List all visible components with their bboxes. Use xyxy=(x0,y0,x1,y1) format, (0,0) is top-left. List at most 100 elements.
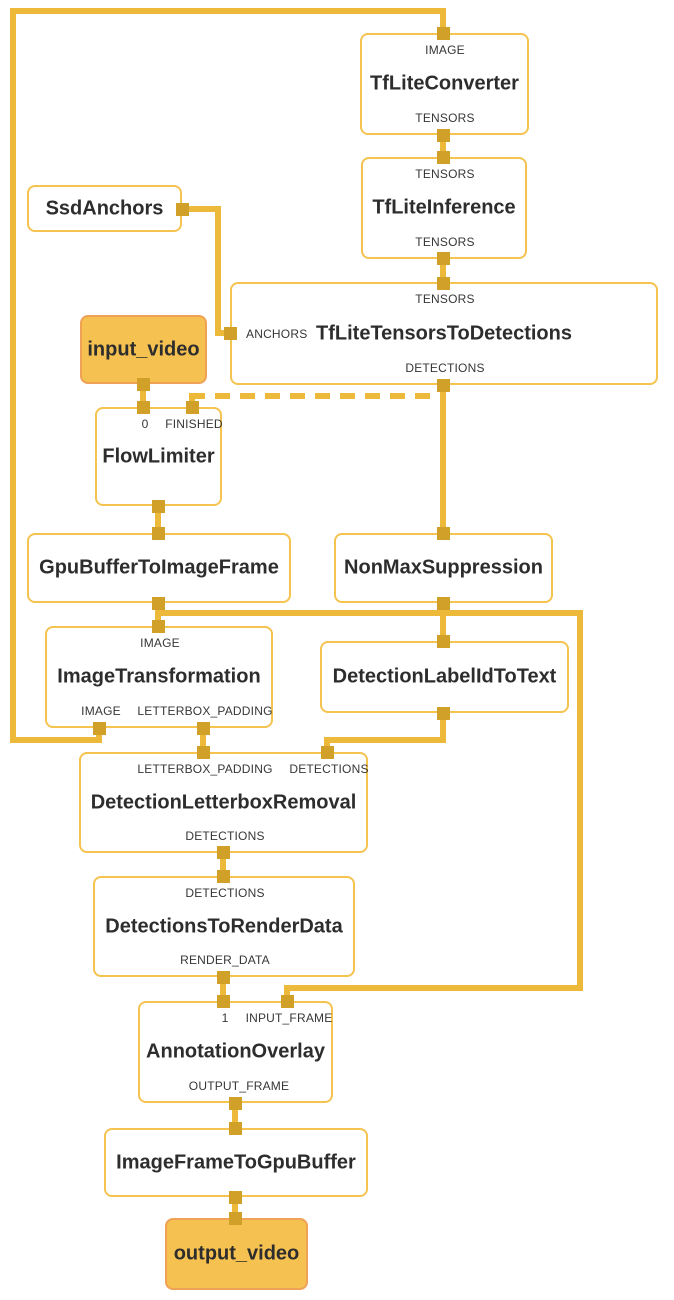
port-label-letterbox-padding: LETTERBOX_PADDING xyxy=(137,704,273,718)
edge-annot-img2gpu xyxy=(232,1101,238,1128)
port-marker xyxy=(152,527,165,540)
node-tflite-inference[interactable]: TENSORS TfLiteInference TENSORS xyxy=(361,157,527,259)
port-marker xyxy=(437,129,450,142)
port-marker xyxy=(197,722,210,735)
port-label-detections: DETECTIONS xyxy=(185,829,265,843)
edge-label-letterbox-v2 xyxy=(324,737,330,753)
port-marker xyxy=(137,401,150,414)
port-label-detections: DETECTIONS xyxy=(405,361,485,375)
edge-finished-stub xyxy=(189,393,195,403)
node-annotation-overlay[interactable]: 1 INPUT_FRAME AnnotationOverlay OUTPUT_F… xyxy=(138,1001,333,1103)
edge-image-loop-drop xyxy=(440,8,446,35)
port-marker xyxy=(437,252,450,265)
node-title: GpuBufferToImageFrame xyxy=(39,556,279,579)
node-detections-to-render-data[interactable]: DETECTIONS DetectionsToRenderData RENDER… xyxy=(93,876,355,977)
edge-anchors-v xyxy=(215,206,221,336)
port-marker xyxy=(437,527,450,540)
node-tflite-tensors-to-detections[interactable]: TENSORS ANCHORS TfLiteTensorsToDetection… xyxy=(230,282,658,385)
port-label-image: IMAGE xyxy=(140,636,180,650)
port-marker xyxy=(152,500,165,513)
edge-label-letterbox-v1 xyxy=(440,711,446,743)
port-marker xyxy=(217,870,230,883)
port-marker xyxy=(137,378,150,391)
port-marker xyxy=(437,277,450,290)
node-title: DetectionLabelIdToText xyxy=(332,665,557,688)
edge-image-loop-bottom xyxy=(10,737,102,743)
node-title: ImageFrameToGpuBuffer xyxy=(116,1151,356,1173)
port-marker xyxy=(229,1191,242,1204)
node-title: DetectionLetterboxRemoval xyxy=(90,791,357,813)
node-title: input_video xyxy=(87,338,200,360)
node-flow-limiter[interactable]: 0 FINISHED FlowLimiter xyxy=(95,407,223,506)
port-label-tensors: TENSORS xyxy=(415,167,475,181)
node-title: ImageTransformation xyxy=(57,665,261,688)
node-title: AnnotationOverlay xyxy=(146,1040,325,1063)
edge-flow-gpu xyxy=(155,504,161,534)
port-label-finished: FINISHED xyxy=(165,417,223,431)
port-marker xyxy=(437,27,450,40)
node-title: TfLiteTensorsToDetections xyxy=(316,322,572,344)
node-title: SsdAnchors xyxy=(45,197,164,219)
edge-label-letterbox-h xyxy=(324,737,446,743)
port-label-letterbox-padding: LETTERBOX_PADDING xyxy=(137,762,273,776)
node-title: TfLiteInference xyxy=(372,196,516,219)
edge-tensors-1 xyxy=(440,134,446,159)
edge-finished-dashed xyxy=(190,393,441,399)
edge-anchors-h2 xyxy=(215,330,231,336)
port-label-image: IMAGE xyxy=(81,704,121,718)
port-marker xyxy=(437,597,450,610)
port-marker xyxy=(176,203,189,216)
edge-nms-label xyxy=(440,601,446,642)
port-marker xyxy=(217,971,230,984)
node-input-video-stream[interactable]: input_video xyxy=(80,315,207,384)
node-detection-label-id-to-text[interactable]: DetectionLabelIdToText xyxy=(320,641,569,713)
port-label-output-frame: OUTPUT_FRAME xyxy=(188,1079,290,1093)
edge-detections-main xyxy=(440,384,446,534)
port-marker xyxy=(217,846,230,859)
port-label-0: 0 xyxy=(141,417,149,431)
edge-frame-branch-h2 xyxy=(284,985,583,991)
port-marker xyxy=(93,722,106,735)
port-marker xyxy=(321,746,334,759)
port-label-tensors: TENSORS xyxy=(415,235,475,249)
port-label-tensors: TENSORS xyxy=(415,292,475,306)
edge-tensors-2 xyxy=(440,256,446,284)
port-marker xyxy=(217,995,230,1008)
edge-frame-branch-v xyxy=(577,610,583,991)
port-marker xyxy=(229,1097,242,1110)
edge-frame-branch-h1 xyxy=(155,610,583,616)
port-label-render-data: RENDER_DATA xyxy=(180,953,270,967)
node-image-transformation[interactable]: IMAGE ImageTransformation IMAGE LETTERBO… xyxy=(45,626,273,728)
port-marker xyxy=(197,746,210,759)
node-title: NonMaxSuppression xyxy=(344,556,543,579)
node-image-frame-to-gpu-buffer[interactable]: ImageFrameToGpuBuffer xyxy=(104,1128,368,1197)
port-marker xyxy=(437,151,450,164)
edge-image-loop-left xyxy=(10,8,16,740)
edge-render-annot xyxy=(220,975,226,1002)
port-marker xyxy=(437,707,450,720)
node-ssd-anchors[interactable]: SsdAnchors xyxy=(27,185,182,232)
port-label-tensors: TENSORS xyxy=(415,111,475,125)
edge-letterbox-padding xyxy=(200,726,206,753)
node-output-video-stream[interactable]: output_video xyxy=(165,1218,308,1290)
edge-letterbox-render xyxy=(220,851,226,877)
port-label-input-frame: INPUT_FRAME xyxy=(245,1011,333,1025)
port-marker xyxy=(152,620,165,633)
node-tflite-converter[interactable]: IMAGE TfLiteConverter TENSORS xyxy=(360,33,529,135)
port-marker xyxy=(152,597,165,610)
port-marker xyxy=(186,401,199,414)
port-label-anchors: ANCHORS xyxy=(246,326,308,341)
node-title: output_video xyxy=(173,1242,300,1265)
edge-output-video xyxy=(232,1195,238,1219)
port-label-image: IMAGE xyxy=(425,43,465,57)
node-detection-letterbox-removal[interactable]: LETTERBOX_PADDING DETECTIONS DetectionLe… xyxy=(79,752,368,853)
node-gpu-buffer-to-image-frame[interactable]: GpuBufferToImageFrame xyxy=(27,533,291,603)
port-label-detections: DETECTIONS xyxy=(185,886,265,900)
port-marker xyxy=(229,1212,242,1225)
edge-frame-branch-drop xyxy=(284,985,290,1002)
node-title: FlowLimiter xyxy=(102,445,215,467)
node-non-max-suppression[interactable]: NonMaxSuppression xyxy=(334,533,553,603)
edge-input-video xyxy=(140,382,146,408)
edge-image-loop-top xyxy=(10,8,446,14)
